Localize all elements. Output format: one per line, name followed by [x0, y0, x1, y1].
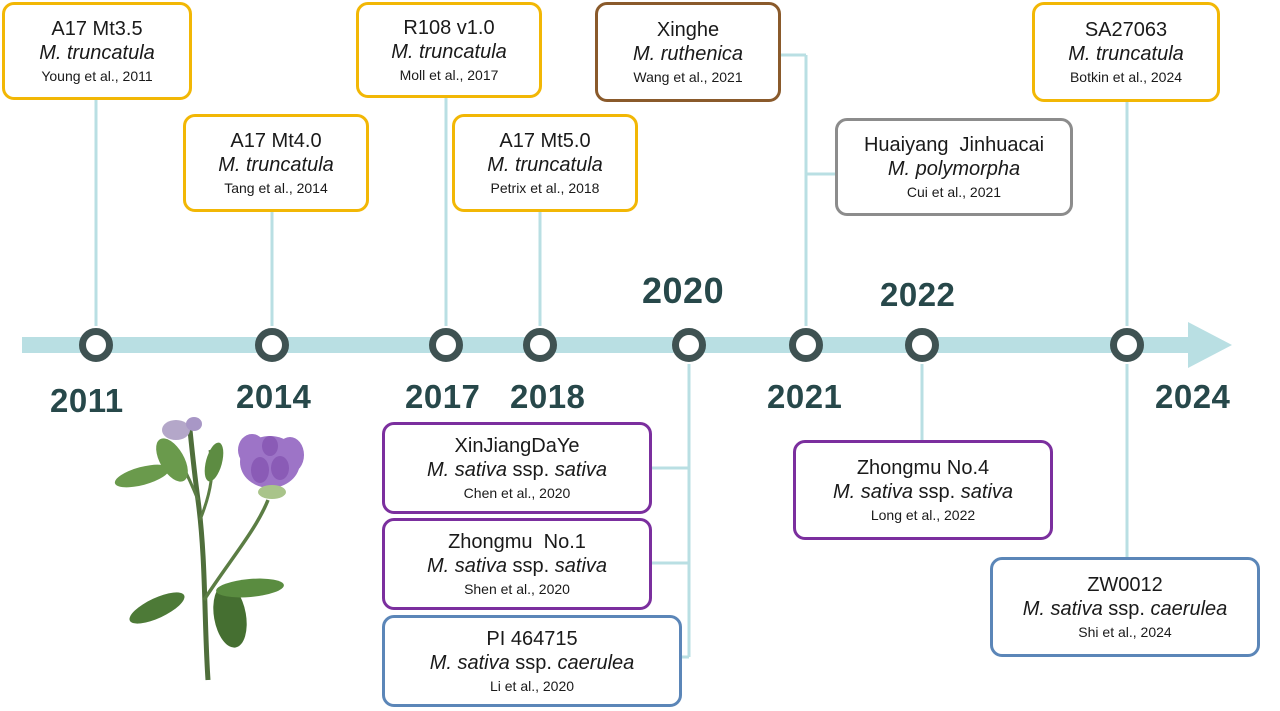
year-label-2017: 2017: [405, 378, 481, 415]
node-2018: [523, 328, 557, 362]
assembly-name: A17 Mt4.0: [230, 129, 322, 152]
assembly-citation: Li et al., 2020: [489, 677, 575, 694]
node-2017: [429, 328, 463, 362]
assembly-card-huaiyang: Huaiyang Jinhuacai M. polymorpha Cui et …: [835, 118, 1073, 216]
assembly-name: R108 v1.0: [403, 16, 495, 39]
assembly-card-a17-mt40: A17 Mt4.0 M. truncatula Tang et al., 201…: [183, 114, 369, 212]
assembly-citation: Chen et al., 2020: [463, 484, 571, 501]
assembly-card-pi464715: PI 464715 M. sativa ssp. caerulea Li et …: [382, 615, 682, 707]
assembly-species: M. truncatula: [1068, 42, 1184, 65]
assembly-card-zhongmu4: Zhongmu No.4 M. sativa ssp. sativa Long …: [793, 440, 1053, 540]
assembly-name: SA27063: [1084, 18, 1168, 41]
assembly-citation: Tang et al., 2014: [224, 179, 328, 196]
assembly-name: PI 464715: [486, 627, 578, 650]
assembly-name: Zhongmu No.4: [856, 456, 990, 479]
assembly-species: M. truncatula: [218, 153, 334, 176]
assembly-citation: Shi et al., 2024: [1078, 623, 1172, 640]
node-2014: [255, 328, 289, 362]
assembly-name: A17 Mt3.5: [51, 17, 143, 40]
assembly-citation: Petrix et al., 2018: [490, 179, 600, 196]
assembly-name: XinJiangDaYe: [454, 434, 580, 457]
assembly-card-xinghe: Xinghe M. ruthenica Wang et al., 2021: [595, 2, 781, 102]
assembly-species: M. sativa ssp. sativa: [426, 554, 608, 577]
assembly-citation: Young et al., 2011: [41, 67, 153, 84]
assembly-species: M. truncatula: [39, 41, 155, 64]
assembly-card-a17-mt35: A17 Mt3.5 M. truncatula Young et al., 20…: [2, 2, 192, 100]
year-label-2022: 2022: [880, 276, 956, 313]
assembly-species: M. ruthenica: [632, 42, 744, 65]
assembly-name: Huaiyang Jinhuacai: [863, 133, 1045, 156]
assembly-card-r108-v10: R108 v1.0 M. truncatula Moll et al., 201…: [356, 2, 542, 98]
assembly-citation: Shen et al., 2020: [464, 580, 570, 597]
year-label-2020: 2020: [642, 270, 725, 311]
assembly-species: M. sativa ssp. sativa: [832, 480, 1014, 503]
assembly-citation: Long et al., 2022: [870, 506, 976, 523]
assembly-species: M. sativa ssp. caerulea: [1022, 597, 1228, 620]
year-label-2018: 2018: [510, 378, 586, 415]
assembly-name: ZW0012: [1087, 573, 1163, 596]
timeline-arrowhead: [1188, 322, 1232, 368]
assembly-card-zw0012: ZW0012 M. sativa ssp. caerulea Shi et al…: [990, 557, 1260, 657]
assembly-card-xinjiangdaye: XinJiangDaYe M. sativa ssp. sativa Chen …: [382, 422, 652, 514]
assembly-species: M. sativa ssp. caerulea: [429, 651, 635, 674]
assembly-card-a17-mt50: A17 Mt5.0 M. truncatula Petrix et al., 2…: [452, 114, 638, 212]
assembly-card-zhongmu1: Zhongmu No.1 M. sativa ssp. sativa Shen …: [382, 518, 652, 610]
node-2022: [905, 328, 939, 362]
year-label-2021: 2021: [767, 378, 843, 415]
assembly-citation: Moll et al., 2017: [399, 66, 499, 83]
assembly-citation: Cui et al., 2021: [906, 183, 1002, 200]
node-2011: [79, 328, 113, 362]
assembly-card-sa27063: SA27063 M. truncatula Botkin et al., 202…: [1032, 2, 1220, 102]
assembly-name: Zhongmu No.1: [448, 530, 586, 553]
node-2024: [1110, 328, 1144, 362]
year-label-2014: 2014: [236, 378, 312, 415]
assembly-species: M. polymorpha: [887, 157, 1021, 180]
assembly-name: Xinghe: [656, 18, 720, 41]
assembly-name: A17 Mt5.0: [499, 129, 591, 152]
node-2021: [789, 328, 823, 362]
assembly-citation: Botkin et al., 2024: [1069, 68, 1183, 85]
assembly-citation: Wang et al., 2021: [633, 68, 743, 85]
year-label-2024: 2024: [1155, 378, 1231, 415]
assembly-species: M. truncatula: [487, 153, 603, 176]
year-label-2011: 2011: [50, 382, 124, 419]
assembly-species: M. truncatula: [391, 40, 507, 63]
alfalfa-plant-illustration: [114, 417, 304, 681]
assembly-species: M. sativa ssp. sativa: [426, 458, 608, 481]
node-2020: [672, 328, 706, 362]
